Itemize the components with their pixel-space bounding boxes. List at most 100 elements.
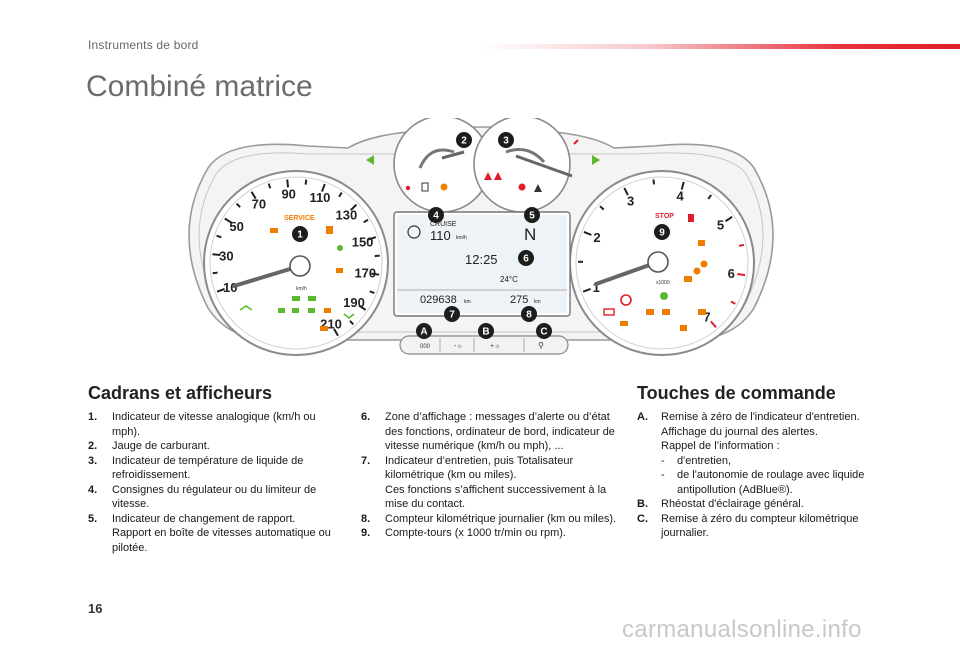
gauge-tick — [367, 236, 377, 241]
list-item: 1.Indicateur de vitesse analogique (km/h… — [88, 410, 338, 439]
list-item-number: 2. — [88, 440, 98, 452]
list-item: 6. Zone d’affichage : messages d’alerte o… — [361, 410, 619, 454]
callout-marker — [292, 226, 308, 242]
display-odometer: 029638 — [420, 294, 457, 306]
list-item-extra: Rapport en boîte de vitesses automatique… — [112, 527, 331, 554]
callout-marker — [536, 323, 552, 339]
gauge-tick — [235, 202, 241, 208]
display-time: 12:25 — [465, 252, 498, 267]
callout-label: 7 — [449, 310, 455, 321]
list-item: 2.Jauge de carburant. — [88, 439, 338, 454]
button-b-plus-glyph: +☼ — [490, 343, 501, 350]
page-number: 16 — [88, 601, 103, 616]
callout-label: 9 — [659, 228, 665, 239]
list-item-number: 5. — [88, 512, 98, 525]
gauge-tick-label: 110 — [309, 190, 330, 205]
gauge-tick — [707, 194, 712, 200]
callout-label: A — [420, 327, 427, 338]
gauge-tick — [652, 179, 655, 185]
gauge-tick — [224, 217, 233, 224]
list-item-number: 4. — [88, 483, 98, 496]
gauge-tick-label: 130 — [336, 207, 358, 222]
callout-label: 6 — [523, 254, 529, 265]
callout-label: 2 — [461, 136, 467, 147]
callout-label: 5 — [529, 211, 535, 222]
display-odometer-unit: km — [464, 299, 471, 305]
list-item: 5. Indicateur de changement de rapport. Ra… — [88, 512, 338, 556]
list-item-extra: Rappel de l’information : — [661, 440, 780, 452]
central-display: CRUISE 110 km/h N 12:25 24°C 029638 km 2… — [393, 211, 571, 317]
display-cruise-unit: km/h — [456, 235, 467, 241]
button-a-glyph: 000 — [420, 344, 431, 350]
display-cruise-label: CRUISE — [430, 221, 457, 228]
list-item: B.Rhéostat d'éclairage général. — [637, 497, 887, 512]
callout-marker — [444, 306, 460, 322]
gauge-tick — [623, 187, 629, 196]
gauge-tick — [304, 179, 308, 185]
gauge-tick-label: 2 — [593, 230, 600, 245]
list-item-text: Compte-tours (x 1000 tr/min ou rpm). — [385, 527, 566, 539]
list-item: 4.Consignes du régulateur ou du limiteur… — [88, 483, 338, 512]
callout-label: 1 — [297, 230, 303, 241]
gauge-tick-label: 4 — [677, 188, 685, 203]
gauge-tick-label: 3 — [627, 193, 634, 208]
gauge-tick — [730, 300, 736, 305]
display-gear: N — [524, 225, 536, 244]
list-item: 9. Compte-tours (x 1000 tr/min ou rpm). — [361, 526, 619, 541]
coolant-temp-gauge — [473, 118, 579, 213]
list-item-number: 9. — [361, 527, 371, 539]
list-item: A.Remise à zéro de l'indicateur d'entret… — [637, 410, 887, 497]
list-item-extra: Affichage du journal des alertes. — [661, 425, 818, 438]
list-item-text: Rhéostat d'éclairage général. — [661, 498, 804, 510]
list-sub-item-text: de l'autonomie de roulage avec liquide a… — [677, 469, 865, 496]
gauge-tick — [724, 216, 733, 223]
callout-label: 3 — [503, 136, 509, 147]
list-item-number: 1. — [88, 411, 98, 423]
gauge-tick — [583, 231, 592, 236]
list-item-text: Remise à zéro du compteur kilométrique j… — [661, 512, 859, 540]
middle-section-list: 6. Zone d’affichage : messages d’alerte o… — [361, 410, 619, 541]
right-section-list: A.Remise à zéro de l'indicateur d'entret… — [637, 410, 887, 541]
callout-marker — [478, 323, 494, 339]
watermark: carmanualsonline.info — [622, 616, 862, 643]
control-buttons: 000 -☼ +☼ ⚲ — [399, 335, 569, 355]
list-item-number: A. — [637, 411, 648, 423]
gauge-tick — [358, 304, 367, 311]
service-label: SERVICE — [284, 215, 315, 222]
display-trip-unit: km — [534, 299, 541, 305]
gauge-tick — [737, 273, 746, 277]
gauge-tick — [349, 203, 358, 211]
list-item-number: 7. — [361, 454, 371, 467]
list-item: 3.Indicateur de température de liquide d… — [88, 454, 338, 483]
list-item-number: 3. — [88, 454, 98, 467]
gauge-tick-label: 30 — [219, 249, 233, 264]
callout-label: 8 — [526, 310, 532, 321]
header-accent-bar — [478, 44, 960, 49]
gauge-tick — [338, 192, 343, 198]
gauge-tick-label: 70 — [252, 197, 266, 212]
gauge-tick — [582, 288, 591, 293]
gauge-tick-label: 90 — [281, 186, 295, 201]
gauge-tick-label: 7 — [703, 310, 710, 325]
gauge-tick — [680, 181, 685, 190]
list-item-number: C. — [637, 512, 648, 525]
gauge-tick — [369, 290, 375, 295]
gauge-tick-label: 5 — [717, 218, 724, 233]
rpm-unit-label: x1000 — [656, 280, 670, 286]
speed-unit-label: km/h — [296, 286, 307, 292]
callout-marker — [416, 323, 432, 339]
callout-marker — [498, 132, 514, 148]
gauge-tick-label: 6 — [728, 266, 735, 281]
gauge-tick — [212, 271, 218, 275]
gauge-tick-label: 170 — [354, 266, 376, 281]
gauge-tick — [599, 205, 605, 211]
list-item-text: Indicateur de changement de rapport. — [112, 512, 296, 525]
list-item-number: 6. — [361, 411, 371, 423]
display-trip: 275 — [510, 294, 528, 306]
gauge-tick — [216, 234, 222, 239]
gauge-tick — [333, 328, 339, 337]
gauge-tick — [363, 218, 369, 224]
list-item-text: Zone d’affichage : messages d’alerte ou … — [385, 411, 615, 452]
gauge-tick — [267, 183, 272, 189]
